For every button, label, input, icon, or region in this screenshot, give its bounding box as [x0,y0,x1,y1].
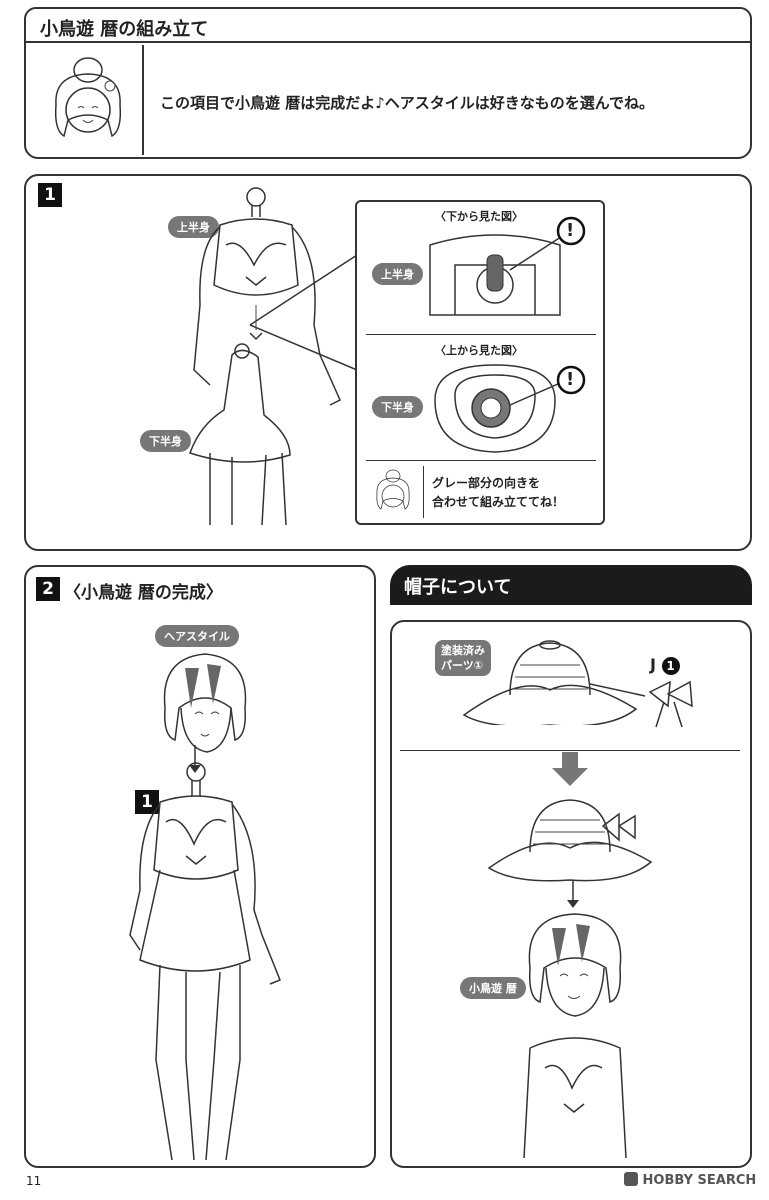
bottom-view-illustration [429,234,561,316]
intro-divider [142,45,144,155]
watermark-logo-icon [624,1172,638,1186]
step2-arrow [189,745,201,773]
step1-number: 1 [38,183,62,207]
character-illustration [523,913,627,1158]
bottom-view-title: 〈下から見た図〉 [435,210,523,223]
hairstyle-label: ヘアスタイル [155,625,239,647]
ribbon-part-illustration [590,680,693,728]
note-line-1: グレー部分の向きを [432,476,541,490]
step2-panel [24,565,376,1168]
watermark-text: HOBBY SEARCH [642,1173,757,1188]
hat-down-arrow [552,752,588,786]
callout-divider-1 [366,334,596,335]
top-view-label: 下半身 [372,396,423,418]
page-number: 11 [26,1174,42,1188]
painted-part-line2: パーツ① [441,659,484,672]
intro-text: この項目で小鳥遊 暦は完成だよ♪ヘアスタイルは好きなものを選んでね。 [160,94,655,112]
step1-body-illustration [189,187,341,525]
part-letter: J [650,655,656,674]
painted-part-label: 塗装済み パーツ① [435,640,491,676]
mascot-small-icon [376,469,410,510]
bottom-view-label: 上半身 [372,263,423,285]
step1-connector-lines [249,254,358,370]
note-line-2: 合わせて組み立ててね！ [432,495,565,509]
part-number: 1 [661,657,680,675]
page-title: 小鳥遊 暦の組み立て [40,19,209,40]
upper-body-label: 上半身 [168,216,219,238]
hat-with-ribbon-illustration [487,799,653,882]
part-code: J 1 [650,655,680,675]
lower-body-label: 下半身 [140,430,191,452]
top-view-title: 〈上から見た図〉 [435,344,523,357]
note-divider [423,466,424,518]
warning-icon-2 [509,365,586,406]
hat-title-bar: 帽子について [390,565,752,605]
mascot-face-icon [54,57,122,138]
watermark: HOBBY SEARCH [624,1172,756,1188]
painted-part-line1: 塗装済み [441,644,485,657]
hat-divider [400,750,740,751]
callout-divider-2 [366,460,596,461]
hat-to-head-arrow [567,880,579,908]
intro-title-bar: 小鳥遊 暦の組み立て [24,7,752,43]
warning-mark-2: ! [566,369,575,390]
warning-mark-1: ! [566,220,575,241]
step2-number: 2 [36,577,60,601]
character-name-label: 小鳥遊 暦 [460,977,526,999]
step2-body-illustration [129,762,281,1160]
hat-panel [390,620,752,1168]
hat-illustration [462,640,638,725]
hairstyle-head-illustration [163,653,247,753]
top-view-illustration [434,364,556,453]
hat-title: 帽子について [404,577,512,598]
warning-icon-1 [509,216,586,271]
step2-title: 〈小鳥遊 暦の完成〉 [64,583,223,603]
